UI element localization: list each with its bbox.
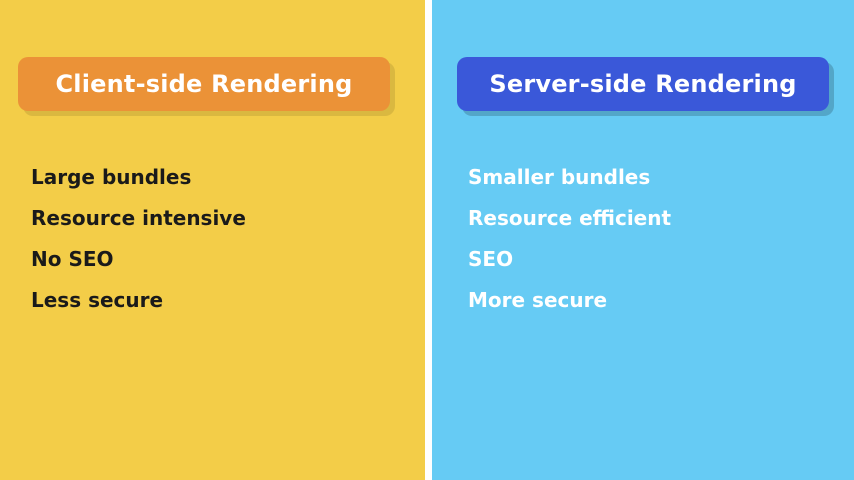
client-side-panel: Client-side Rendering Large bundles Reso…: [0, 0, 425, 480]
server-side-title: Server-side Rendering: [457, 57, 829, 111]
list-item: More secure: [468, 288, 608, 312]
list-item: Large bundles: [31, 165, 192, 189]
panel-divider: [425, 0, 432, 480]
list-item: Resource intensive: [31, 206, 246, 230]
list-item: Less secure: [31, 288, 164, 312]
client-side-title: Client-side Rendering: [18, 57, 390, 111]
server-side-panel: Server-side Rendering Smaller bundles Re…: [432, 0, 854, 480]
list-item: Smaller bundles: [468, 165, 651, 189]
list-item: SEO: [468, 247, 514, 271]
server-side-list: Smaller bundles Resource efficient SEO M…: [468, 160, 671, 324]
list-item: No SEO: [31, 247, 114, 271]
client-side-list: Large bundles Resource intensive No SEO …: [31, 160, 246, 324]
list-item: Resource efficient: [468, 206, 672, 230]
